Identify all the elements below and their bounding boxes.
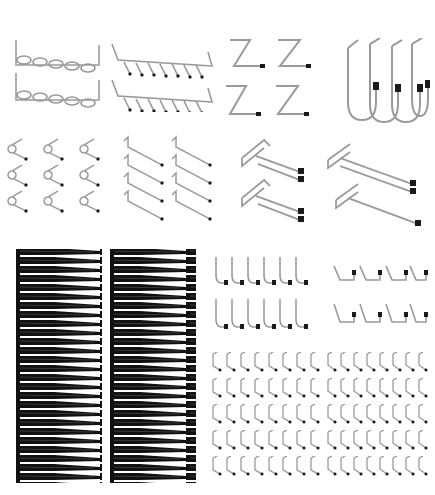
straight-hooks-group xyxy=(118,135,218,223)
j-hook-icon xyxy=(347,38,430,124)
black-clips-group xyxy=(14,247,206,485)
straight-hook-icon xyxy=(123,135,212,221)
double-hook-icon xyxy=(241,138,304,222)
zigzag-hanger-icon xyxy=(226,39,311,116)
black-clip-strip-icon xyxy=(16,249,196,483)
curl-hooks-group xyxy=(0,135,110,223)
zigzag-hangers-group xyxy=(222,36,322,128)
small-hooks-group xyxy=(208,253,322,337)
mini-hook-grid-icon xyxy=(208,352,320,482)
ring-hooks-group xyxy=(4,35,104,115)
prong-bar-icon xyxy=(111,43,214,112)
long-double-hook-icon xyxy=(327,143,421,226)
l-hook-icon xyxy=(333,265,428,323)
long-double-hooks-group xyxy=(322,140,422,228)
curl-hook-icon xyxy=(7,138,100,213)
l-hooks-group xyxy=(326,260,430,338)
ring-hook-rack-icon xyxy=(15,40,100,108)
mini-hook-grid-icon xyxy=(324,352,430,482)
double-hooks-group xyxy=(234,136,316,226)
small-hook-icon xyxy=(215,257,308,329)
mini-hooks-right-group xyxy=(324,352,430,482)
multi-prong-bars-group xyxy=(108,38,216,112)
mini-hooks-left-group xyxy=(208,352,320,482)
j-hooks-group xyxy=(328,38,430,126)
